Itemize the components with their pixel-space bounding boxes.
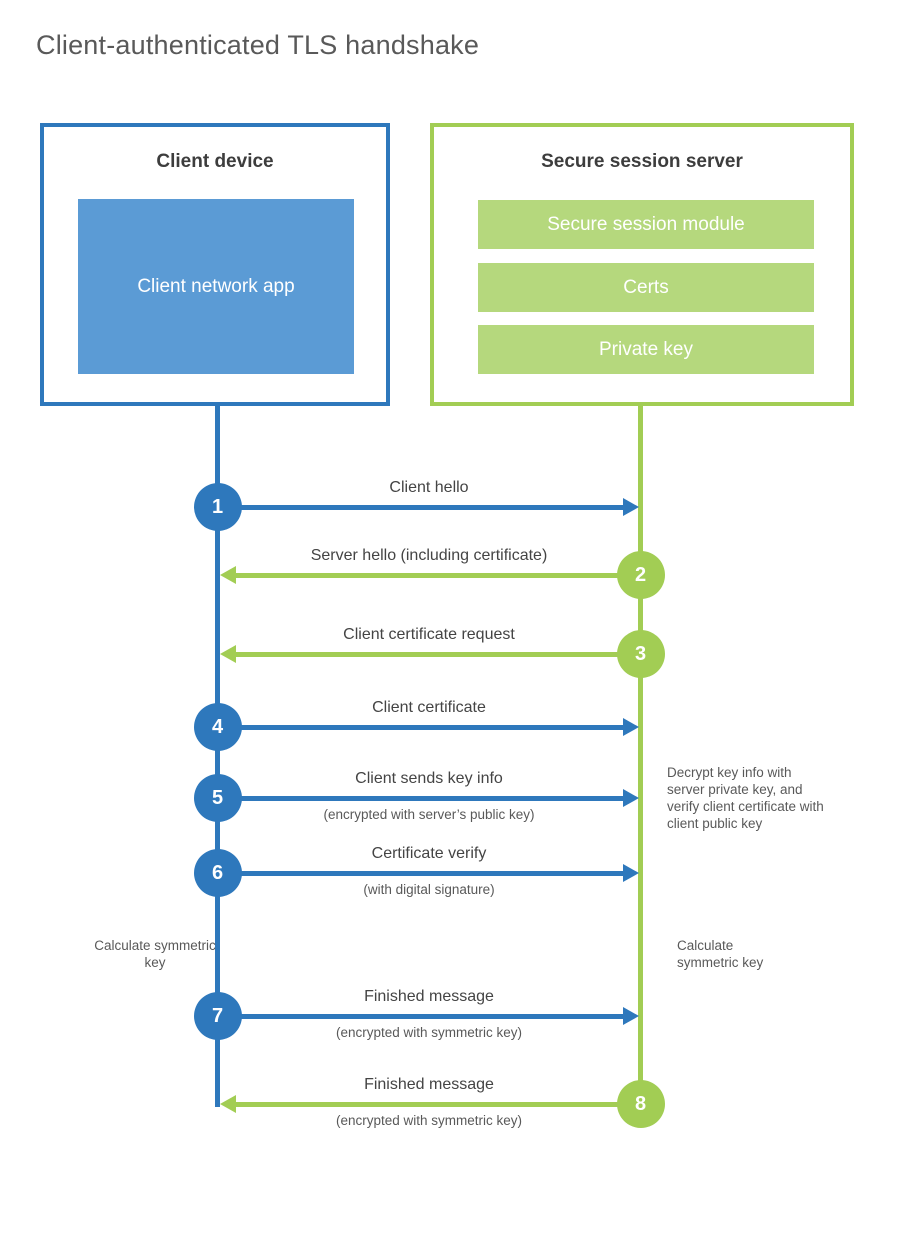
step-circle-1: 1 <box>193 483 242 531</box>
page-title: Client-authenticated TLS handshake <box>36 30 480 60</box>
message-arrow-line <box>217 1014 623 1019</box>
server-module-secure-session: Secure session module <box>478 200 814 249</box>
message-arrow-line <box>235 652 641 657</box>
message-sublabel: (encrypted with symmetric key) <box>335 1113 523 1128</box>
message-label: Server hello (including certificate) <box>310 547 548 564</box>
secure-session-server-title: Secure session server <box>541 151 743 172</box>
message-label: Client certificate request <box>343 626 515 643</box>
message-arrow-line <box>217 725 623 730</box>
arrow-head-right-icon <box>622 789 639 807</box>
message-arrow-line <box>235 573 641 578</box>
message-label: Client hello <box>389 479 469 496</box>
message-sublabel: (with digital signature) <box>363 882 495 897</box>
arrow-head-left-icon <box>219 1095 236 1113</box>
secure-session-server-box: Secure session server Secure session mod… <box>430 123 854 406</box>
message-label: Finished message <box>364 988 494 1005</box>
server-module-certs: Certs <box>478 263 814 312</box>
message-arrow-line <box>217 505 623 510</box>
message-label: Client certificate <box>372 699 486 716</box>
step-circle-5: 5 <box>193 774 242 822</box>
message-sublabel: (encrypted with server’s public key) <box>323 807 535 822</box>
client-device-title: Client device <box>156 151 274 172</box>
step-circle-4: 4 <box>193 703 242 751</box>
client-network-app-box: Client network app <box>78 199 354 374</box>
client-network-app-label: Client network app <box>137 275 295 297</box>
message-label: Client sends key info <box>355 770 503 787</box>
message-label: Finished message <box>364 1076 494 1093</box>
arrow-head-right-icon <box>622 498 639 516</box>
step-circle-8: 8 <box>616 1080 665 1128</box>
arrow-head-right-icon <box>622 718 639 736</box>
client-device-box: Client device Client network app <box>40 123 390 406</box>
step-circle-3: 3 <box>616 630 665 678</box>
message-sublabel: (encrypted with symmetric key) <box>335 1025 523 1040</box>
server-lifeline <box>638 402 643 1107</box>
note-decrypt-key-info: Decrypt key info with server private key… <box>667 765 824 831</box>
arrow-head-left-icon <box>219 566 236 584</box>
note-calculate-symmetric-key-server: Calculate symmetric key <box>677 938 764 970</box>
arrow-head-right-icon <box>622 864 639 882</box>
message-label: Certificate verify <box>371 845 487 862</box>
message-arrow-line <box>217 796 623 801</box>
client-lifeline <box>215 402 220 1107</box>
arrow-head-right-icon <box>622 1007 639 1025</box>
server-module-private-key: Private key <box>478 325 814 374</box>
arrow-head-left-icon <box>219 645 236 663</box>
message-arrow-line <box>235 1102 641 1107</box>
step-circle-2: 2 <box>616 551 665 599</box>
note-calculate-symmetric-key-client: Calculate symmetric key <box>94 938 216 970</box>
step-circle-6: 6 <box>193 849 242 897</box>
step-circle-7: 7 <box>193 992 242 1040</box>
message-arrow-line <box>217 871 623 876</box>
